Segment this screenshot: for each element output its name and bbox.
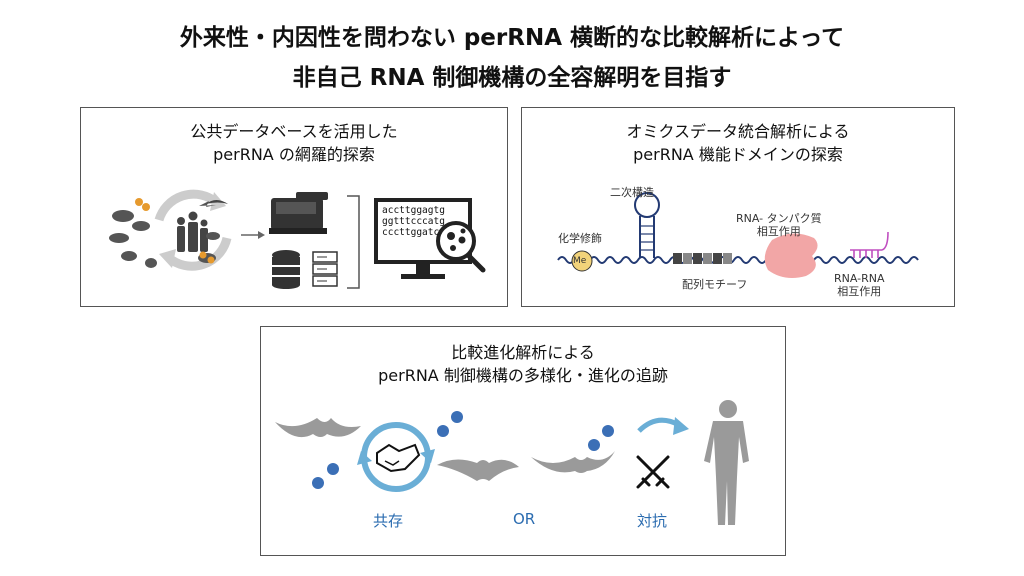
panel-evolution-title: 比較進化解析による perRNA 制御機構の多様化・進化の追跡 bbox=[378, 343, 668, 385]
bracket-icon bbox=[347, 195, 360, 289]
server-icon bbox=[312, 251, 338, 287]
arrow-right-icon bbox=[241, 231, 265, 239]
sequence-text: accttggagtg ggtttcccatg cccttggatc bbox=[382, 205, 445, 238]
bat-icon bbox=[531, 451, 615, 473]
panel-public-graphic bbox=[109, 189, 486, 289]
main-title-line2: 非自己 RNA 制御機構の全容解明を目指す bbox=[292, 65, 732, 91]
people-icon bbox=[177, 211, 208, 252]
label-coexist: 共存 bbox=[373, 512, 404, 530]
rna-strand bbox=[557, 256, 919, 264]
database-icon bbox=[272, 250, 300, 289]
main-title-line1: 外来性・内因性を問わない perRNA 横断的な比較解析によって bbox=[179, 25, 845, 51]
label-protein-interaction: RNA- タンパク質 相互作用 bbox=[736, 212, 822, 238]
panel-omics: オミクスデータ統合解析による perRNA 機能ドメインの探索 bbox=[521, 107, 955, 307]
virus-icon bbox=[312, 411, 614, 489]
label-secondary-structure: 二次構造 bbox=[610, 186, 654, 199]
bat-icon bbox=[275, 418, 361, 438]
label-modification: 化学修飾 bbox=[558, 232, 602, 245]
crossed-swords-icon bbox=[636, 455, 670, 489]
panel-evolution: 比較進化解析による perRNA 制御機構の多様化・進化の追跡 bbox=[260, 326, 786, 556]
stem-loop-icon bbox=[634, 192, 660, 258]
panel-evolution-graphic bbox=[275, 400, 749, 525]
handshake-cycle-icon bbox=[357, 422, 435, 492]
label-oppose: 対抗 bbox=[637, 512, 668, 530]
label-or: OR bbox=[513, 510, 536, 528]
curved-arrow-icon bbox=[637, 417, 689, 435]
rna-rna-icon bbox=[850, 231, 889, 258]
motif-boxes-icon bbox=[673, 253, 732, 264]
bat-icon bbox=[437, 459, 519, 481]
label-rna-rna: RNA-RNA 相互作用 bbox=[834, 272, 885, 298]
label-me: Me bbox=[573, 256, 587, 266]
panel-public-title: 公共データベースを活用した perRNA の網羅的探索 bbox=[190, 122, 398, 164]
panel-public-database: 公共データベースを活用した perRNA の網羅的探索 bbox=[80, 107, 508, 307]
sequencer-icon bbox=[269, 192, 328, 234]
virus-dots-icon bbox=[135, 198, 215, 264]
magnifier-icon bbox=[436, 221, 486, 273]
rna-diagram bbox=[557, 192, 919, 278]
human-icon bbox=[704, 400, 749, 525]
protein-icon bbox=[764, 233, 818, 278]
panel-omics-title: オミクスデータ統合解析による perRNA 機能ドメインの探索 bbox=[626, 122, 850, 164]
label-motif: 配列モチーフ bbox=[682, 278, 748, 291]
methyl-icon bbox=[571, 250, 593, 272]
